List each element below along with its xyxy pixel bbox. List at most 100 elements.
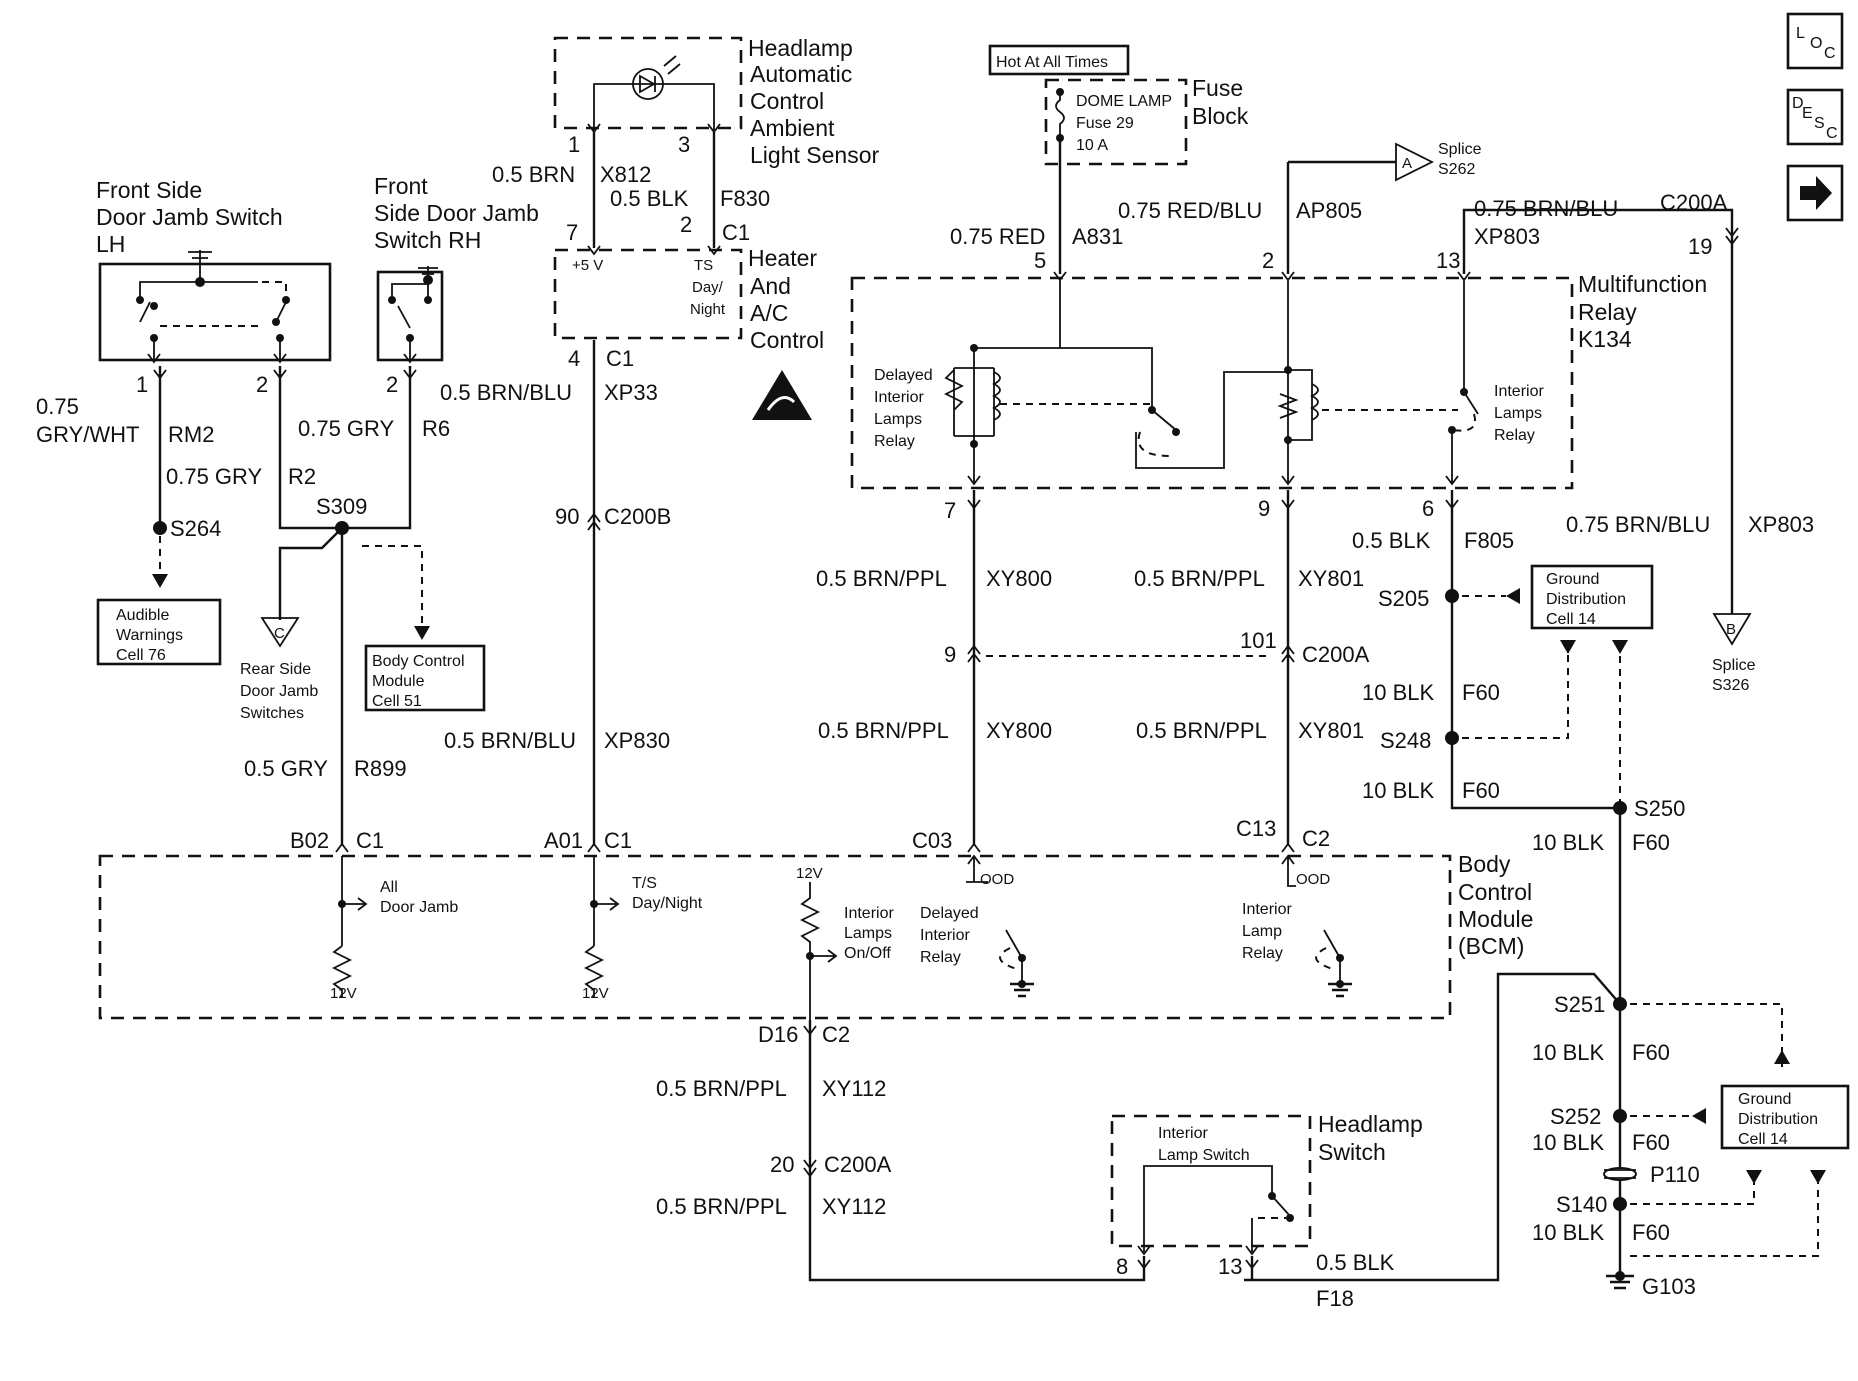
splice-s248 [1445, 731, 1459, 745]
wire-r899-label: 0.5 GRY [244, 756, 328, 781]
svg-text:Cell 14: Cell 14 [1738, 1131, 1788, 1148]
svg-text:12V: 12V [330, 985, 357, 1002]
loc-button[interactable]: LOC [1786, 12, 1844, 70]
relay-delayed-4: Relay [874, 433, 915, 450]
splice-a-letter: A [1402, 155, 1412, 172]
pin-relay-2: 2 [1262, 248, 1274, 273]
svg-text:Distribution: Distribution [1738, 1111, 1818, 1128]
splice-s251 [1613, 997, 1627, 1011]
wire-f60a-label: 10 BLK [1362, 680, 1434, 705]
wire-xy112b-label: 0.5 BRN/PPL [656, 1194, 787, 1219]
ref-bcm-cell-51[interactable]: Body Control Module Cell 51 [364, 644, 486, 712]
fuse-block-label-2: Block [1192, 103, 1249, 129]
svg-text:Module: Module [372, 673, 425, 690]
wire-xy801b-label: 0.5 BRN/PPL [1136, 718, 1267, 743]
pin-d16-c2: C2 [822, 1022, 850, 1047]
svg-text:Body Control: Body Control [372, 653, 465, 670]
connector-p110-label: P110 [1650, 1162, 1700, 1187]
wire-rm2-gauge: 0.75 [36, 394, 79, 419]
svg-text:C: C [1824, 45, 1836, 62]
pin-hvac-4-c1: C1 [606, 346, 634, 371]
bcm-onoff-1: Interior [844, 905, 894, 922]
wire-xp33-label: 0.5 BRN/BLU [440, 380, 572, 405]
ref-audible-warnings[interactable]: Audible Warnings Cell 76 [96, 598, 222, 666]
wire-xp33-circuit: XP33 [604, 380, 658, 405]
headlamp-switch [1110, 1114, 1312, 1256]
rear-door-1: Rear Side [240, 661, 311, 678]
pin-lh-2: 2 [256, 372, 268, 397]
splice-b-line-2: S326 [1712, 677, 1749, 694]
headlamp-switch-inner-1: Interior [1158, 1125, 1208, 1142]
headlamp-sensor-label-2: Automatic [750, 61, 852, 87]
svg-text:Cell 76: Cell 76 [116, 647, 166, 664]
splice-s205-label: S205 [1378, 586, 1429, 611]
hvac-control [553, 245, 743, 340]
wire-ap805-circuit: AP805 [1296, 198, 1362, 223]
svg-text:Hot At All Times: Hot At All Times [996, 54, 1108, 71]
splice-b-line-1: Splice [1712, 657, 1756, 674]
bcm-lamp-2: Lamp [1242, 923, 1282, 940]
wire-r6-label: 0.75 GRY [298, 416, 395, 441]
hvac-label-3: A/C [750, 300, 788, 326]
rear-door-3: Switches [240, 705, 304, 722]
svg-text:C: C [1826, 125, 1838, 142]
wire-f805-circuit: F805 [1464, 528, 1514, 553]
ref-ground-distribution-bot[interactable]: Ground Distribution Cell 14 [1720, 1084, 1850, 1150]
ref-ground-distribution-top[interactable]: Ground Distribution Cell 14 [1530, 564, 1654, 630]
svg-text:Distribution: Distribution [1546, 591, 1626, 608]
switch-rh-label-3: Switch RH [374, 227, 481, 253]
pin-relay-6: 6 [1422, 496, 1434, 521]
bcm-label-4: (BCM) [1458, 933, 1524, 959]
splice-s248-label: S248 [1380, 728, 1431, 753]
relay-interior-3: Relay [1494, 427, 1535, 444]
bcm-ood-1: OOD [980, 871, 1014, 888]
relay-label-3: K134 [1578, 326, 1632, 352]
bcm-ts-2: Day/Night [632, 895, 703, 912]
wire-xy800a-label: 0.5 BRN/PPL [816, 566, 947, 591]
hvac-ts-2: Day/ [692, 279, 724, 296]
svg-text:Cell 14: Cell 14 [1546, 611, 1596, 628]
svg-text:12V: 12V [796, 865, 823, 882]
headlamp-sensor-label-5: Light Sensor [750, 142, 879, 168]
bcm-delayed-1: Delayed [920, 905, 979, 922]
next-arrow-button[interactable] [1786, 164, 1844, 222]
svg-text:S: S [1814, 115, 1825, 132]
pin-c200a-20: 20 [770, 1152, 794, 1177]
wire-xy112b-circuit: XY112 [822, 1194, 886, 1219]
svg-text:Cell 51: Cell 51 [372, 693, 422, 710]
wire-f830-circuit: F830 [720, 186, 770, 211]
splice-s250-label: S250 [1634, 796, 1685, 821]
svg-text:12V: 12V [582, 985, 609, 1002]
switch-rh-label-1: Front [374, 173, 428, 199]
headlamp-switch-label-2: Switch [1318, 1139, 1386, 1165]
headlamp-switch-label-1: Headlamp [1318, 1111, 1423, 1137]
pin-relay-13: 13 [1436, 248, 1460, 273]
esd-warning-icon [752, 370, 812, 420]
wire-f830-label: 0.5 BLK [610, 186, 689, 211]
wire-f60c-circuit: F60 [1632, 830, 1670, 855]
ground-g103-icon [1606, 1271, 1634, 1290]
wire-xp803-label: 0.75 BRN/BLU [1474, 196, 1618, 221]
headlamp-sensor-label-4: Ambient [750, 115, 835, 141]
pin-hvac-2: 2 [680, 212, 692, 237]
pin-c200a-9: 9 [944, 642, 956, 667]
fuse-block [1044, 78, 1188, 166]
rear-door-2: Door Jamb [240, 683, 318, 700]
splice-a-line-2: S262 [1438, 161, 1475, 178]
wire-x812-circuit: X812 [600, 162, 651, 187]
pin-lh-1: 1 [136, 372, 148, 397]
hvac-ts-3: Night [690, 301, 726, 318]
door-switch-lh [98, 250, 332, 364]
pin-relay-7: 7 [944, 498, 956, 523]
wire-f60b-label: 10 BLK [1362, 778, 1434, 803]
wire-xy800b-circuit: XY800 [986, 718, 1052, 743]
bcm-door-2: Door Jamb [380, 899, 458, 916]
connector-c200b: C200B [604, 504, 671, 529]
bcm-lamp-1: Interior [1242, 901, 1292, 918]
wire-xy800a-circuit: XY800 [986, 566, 1052, 591]
wire-f60e-circuit: F60 [1632, 1130, 1670, 1155]
splice-s252-label: S252 [1550, 1104, 1601, 1129]
headlamp-switch-inner-2: Lamp Switch [1158, 1147, 1250, 1164]
